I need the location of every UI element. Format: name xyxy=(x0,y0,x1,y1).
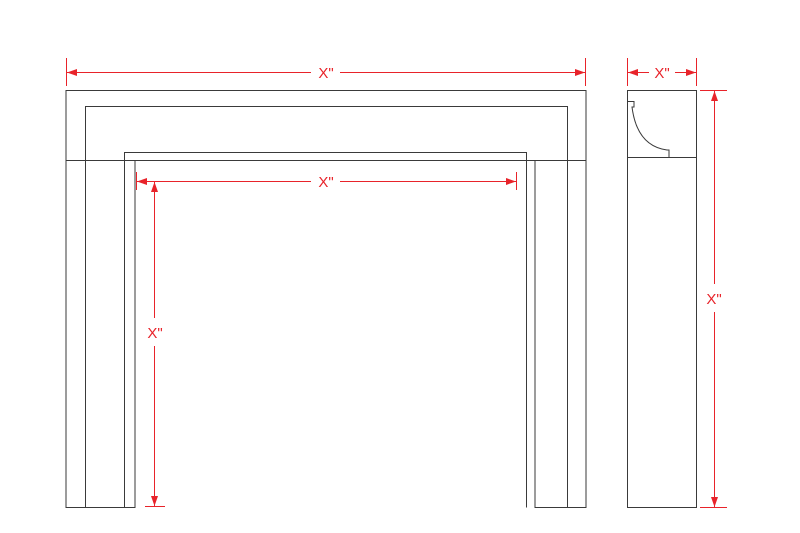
arrow-bottom xyxy=(711,497,718,507)
side-height-label: X" xyxy=(706,291,721,308)
side-cove-profile xyxy=(627,101,670,158)
arrow-right xyxy=(575,69,585,76)
front-elevation xyxy=(65,90,587,508)
dim-side-height: X" xyxy=(700,90,727,508)
arrow-bottom xyxy=(151,496,158,506)
dim-opening-width: X" xyxy=(136,172,517,191)
arrow-right xyxy=(506,178,516,185)
side-outline xyxy=(627,90,697,508)
arrow-top xyxy=(711,91,718,101)
dim-overall-width: X" xyxy=(66,58,586,86)
overall-width-label: X" xyxy=(318,65,333,82)
front-outer-outline xyxy=(65,90,587,508)
front-inner-molding xyxy=(85,106,568,508)
arrow-left xyxy=(67,69,77,76)
opening-width-label: X" xyxy=(318,174,333,191)
arrow-top xyxy=(151,182,158,192)
opening-trim xyxy=(124,152,527,508)
arrow-right xyxy=(686,69,696,76)
dim-opening-height: X" xyxy=(145,181,165,507)
opening-height-label: X" xyxy=(147,325,162,342)
side-elevation xyxy=(627,90,697,508)
dim-side-depth: X" xyxy=(627,58,697,86)
arrow-left xyxy=(628,69,638,76)
side-depth-label: X" xyxy=(654,65,669,82)
arrow-left xyxy=(137,178,147,185)
dimensions: X" X" X" xyxy=(66,58,727,508)
